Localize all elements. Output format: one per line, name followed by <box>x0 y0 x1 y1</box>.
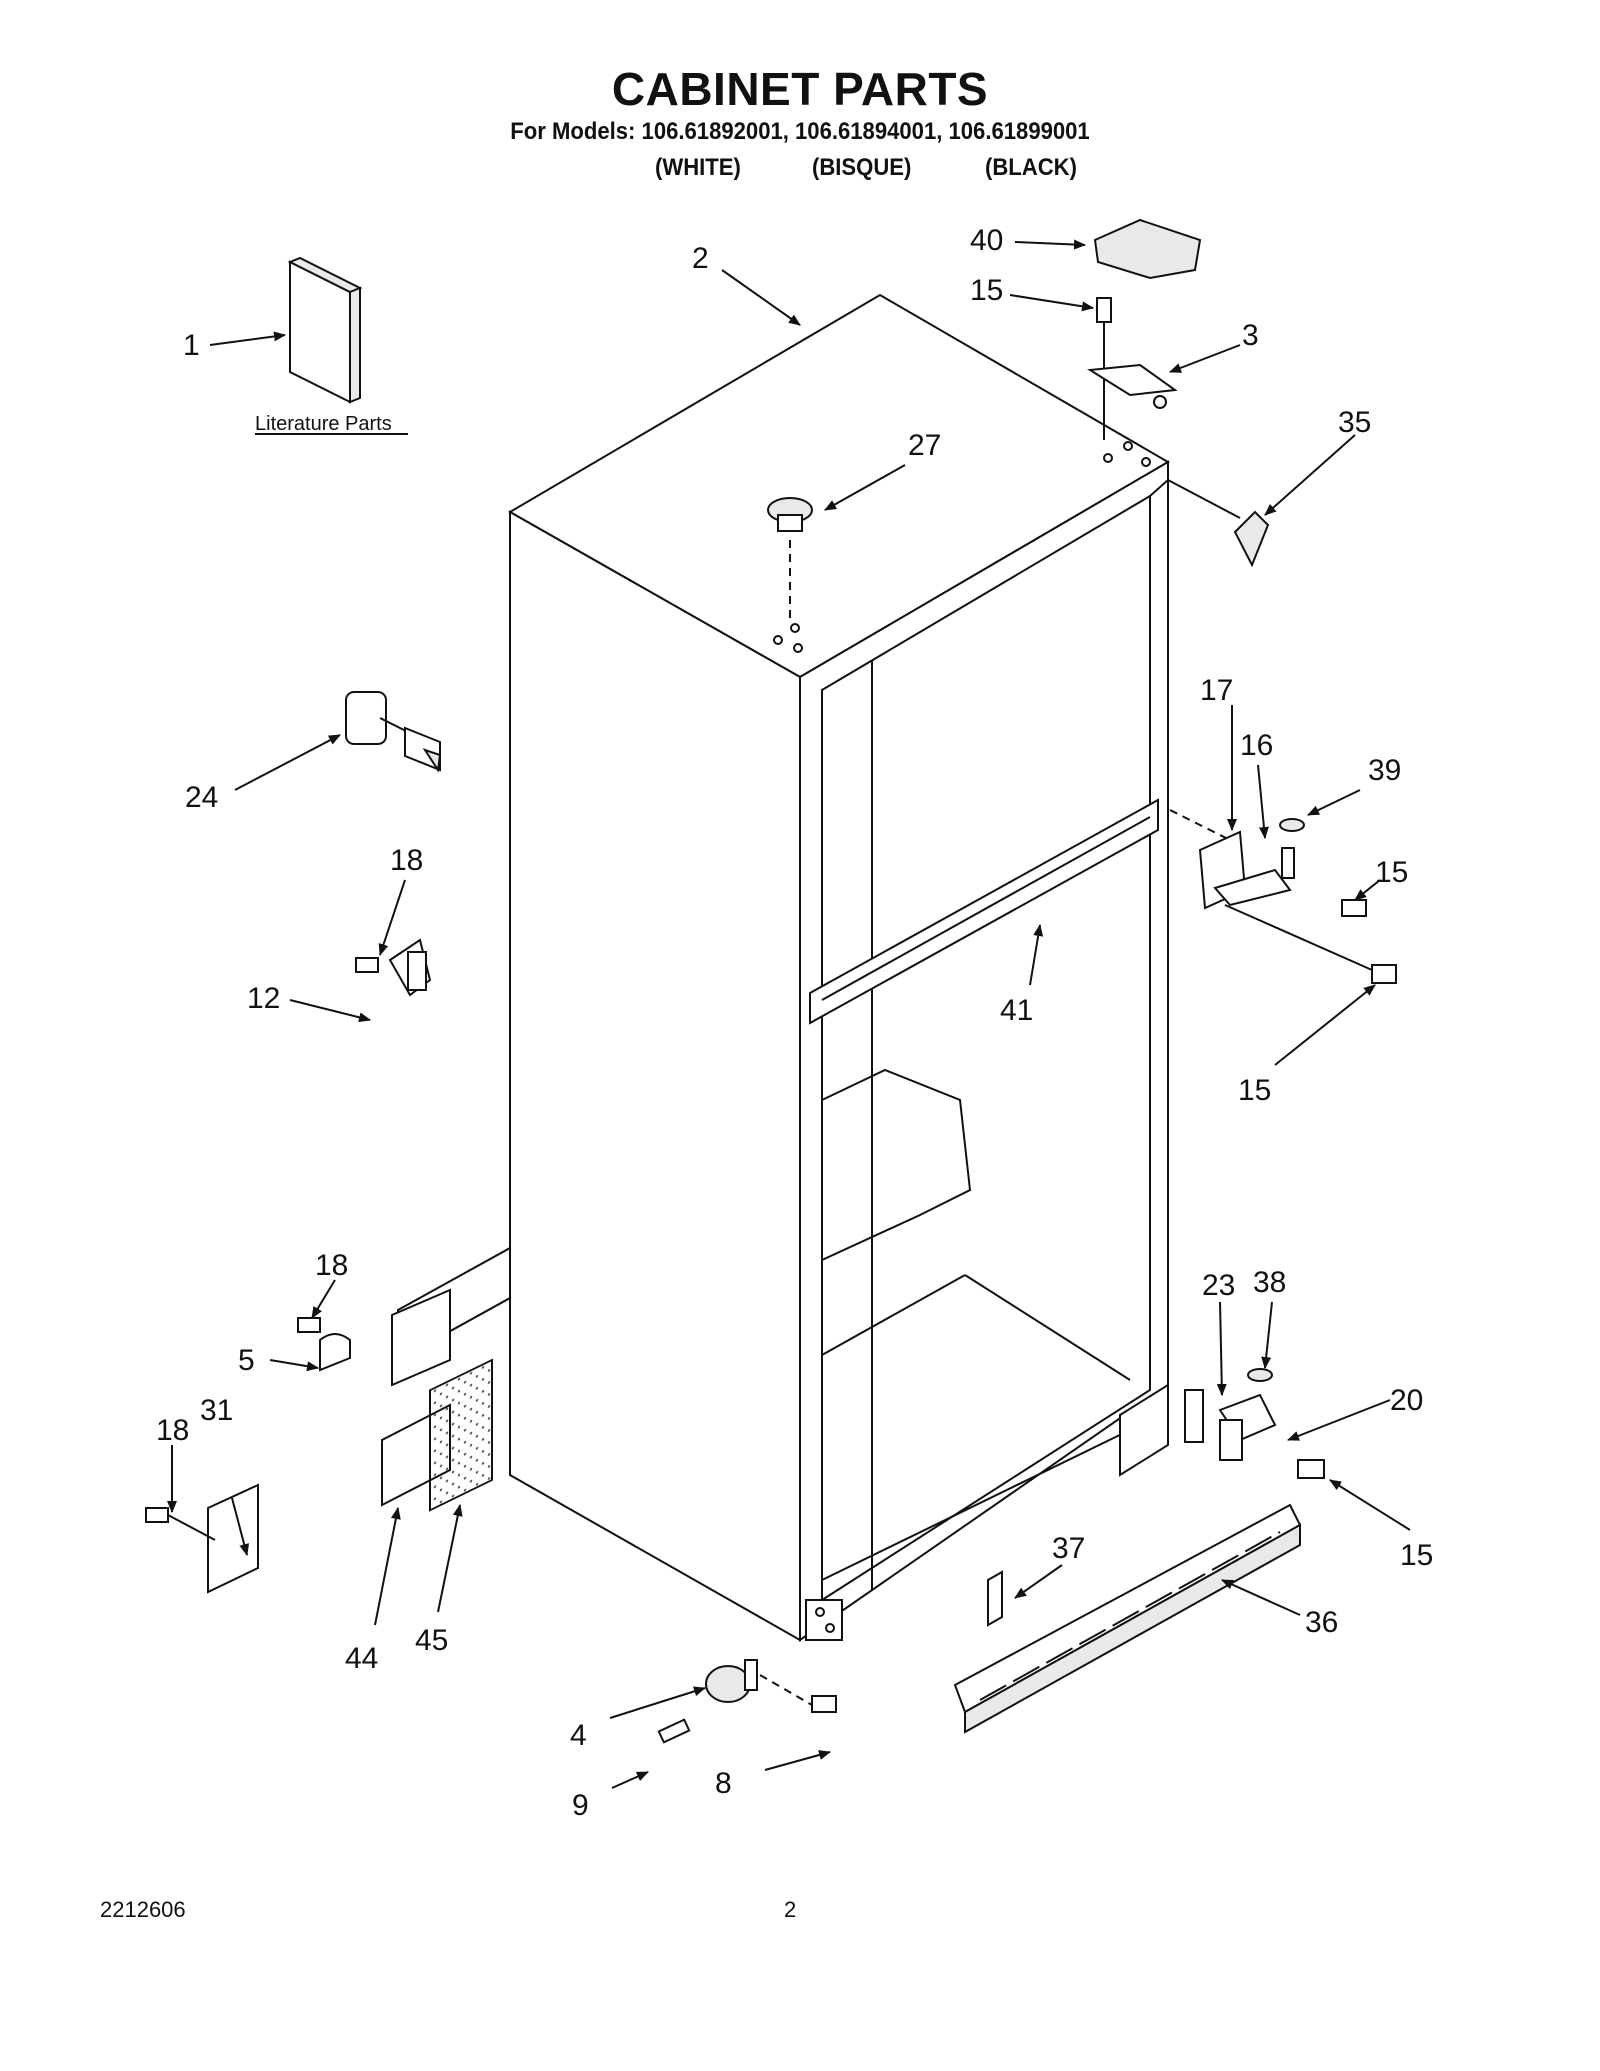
page-title: CABINET PARTS <box>611 63 989 115</box>
color-black: (BLACK) <box>985 154 1077 181</box>
callout-15: 15 <box>1400 1539 1433 1572</box>
callout-38: 38 <box>1253 1266 1286 1299</box>
callout-8: 8 <box>715 1767 732 1800</box>
callout-15: 15 <box>970 274 1003 307</box>
plug-button <box>767 497 813 620</box>
top-hinge <box>1086 297 1178 440</box>
callout-5: 5 <box>238 1344 255 1377</box>
cabinet <box>397 293 1170 1642</box>
callout-16: 16 <box>1240 729 1273 762</box>
callout-23: 23 <box>1202 1269 1235 1302</box>
callout-3: 3 <box>1242 319 1259 352</box>
literature-label: Literature Parts <box>255 413 392 435</box>
callout-18: 18 <box>315 1249 348 1282</box>
callout-39: 39 <box>1368 754 1401 787</box>
leveling-leg <box>657 1659 837 1744</box>
page-number: 2 <box>784 1897 797 1922</box>
bottom-hinge <box>1184 1368 1325 1479</box>
callout-35: 35 <box>1338 406 1371 439</box>
callout-37: 37 <box>1052 1532 1085 1565</box>
callout-17: 17 <box>1200 674 1233 707</box>
document-number: 2212606 <box>100 1897 186 1922</box>
callout-18: 18 <box>390 844 423 877</box>
callout-20: 20 <box>1390 1384 1423 1417</box>
lower-left-brackets <box>297 1288 493 1512</box>
color-bisque: (BISQUE) <box>812 154 912 181</box>
color-white: (WHITE) <box>655 154 741 181</box>
anti-tip-bracket <box>355 938 432 997</box>
door-stop <box>1233 510 1270 568</box>
callout-31: 31 <box>200 1394 233 1427</box>
callout-18: 18 <box>156 1414 189 1447</box>
callout-9: 9 <box>572 1789 589 1822</box>
toe-grille <box>953 1503 1302 1734</box>
callout-45: 45 <box>415 1624 448 1657</box>
callout-36: 36 <box>1305 1606 1338 1639</box>
toe-grille-cover <box>145 1483 259 1594</box>
callout-24: 24 <box>185 781 218 814</box>
leveling-roller <box>345 691 442 773</box>
model-numbers: For Models: 106.61892001, 106.61894001, … <box>510 118 1090 145</box>
literature-part <box>287 256 363 404</box>
hinge-cover <box>1093 218 1202 280</box>
callout-44: 44 <box>345 1642 378 1675</box>
callout-41: 41 <box>1000 994 1033 1027</box>
grille-clip <box>987 1570 1003 1627</box>
callout-15: 15 <box>1375 856 1408 889</box>
callout-40: 40 <box>970 224 1003 257</box>
center-hinge <box>1169 809 1397 984</box>
callout-4: 4 <box>570 1719 587 1752</box>
callout-2: 2 <box>692 242 709 275</box>
callout-1: 1 <box>183 329 200 362</box>
callout-15: 15 <box>1238 1074 1271 1107</box>
callout-27: 27 <box>908 429 941 462</box>
callout-12: 12 <box>247 982 280 1015</box>
